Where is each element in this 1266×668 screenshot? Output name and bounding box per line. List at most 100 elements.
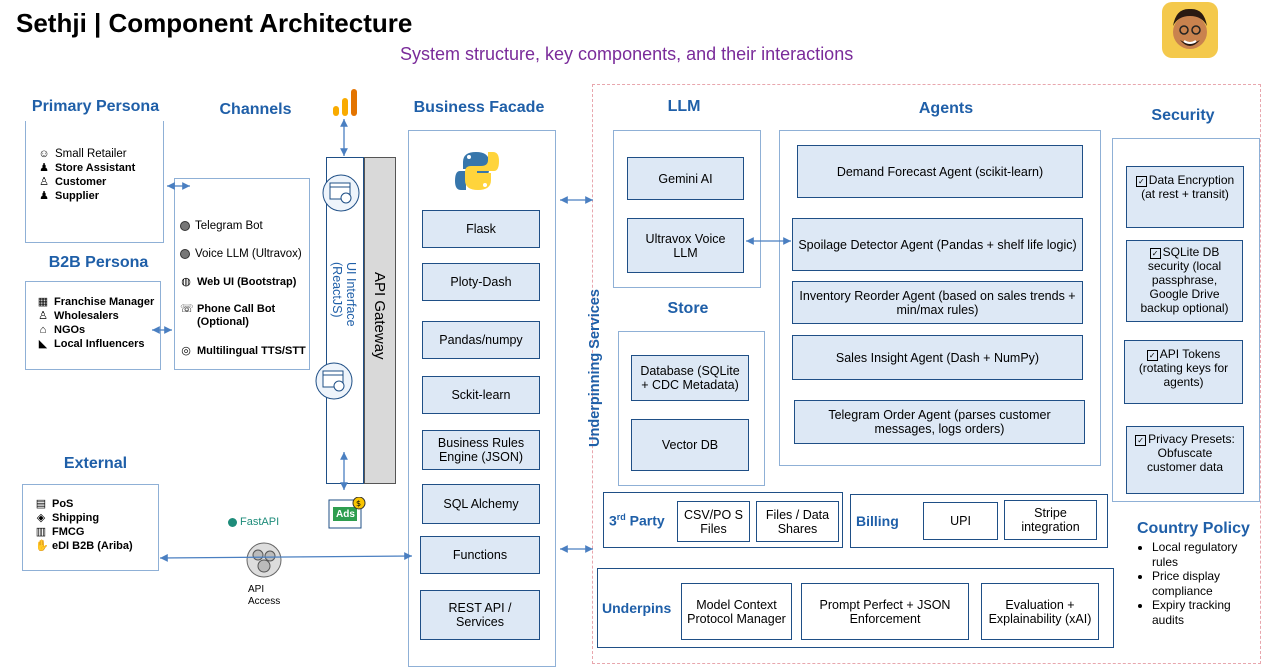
scikit-learn-box: Sckit-learn: [422, 376, 540, 414]
files-data-shares-box: Files / Data Shares: [756, 501, 839, 542]
store-header: Store: [613, 294, 763, 324]
list-item: ✋eDI B2B (Ariba): [35, 540, 133, 552]
list-item: ▥FMCG: [35, 526, 85, 538]
prompt-perfect-box: Prompt Perfect + JSON Enforcement: [801, 583, 969, 640]
underpinning-region: [592, 84, 1261, 664]
bank-icon: ⌂: [39, 324, 47, 336]
privacy-presets-box: ✓Privacy Presets: Obfuscate customer dat…: [1126, 426, 1244, 494]
api-access-label: API Access: [248, 584, 281, 607]
pandas-numpy-box: Pandas/numpy: [422, 321, 540, 359]
vector-db-box: Vector DB: [631, 419, 749, 471]
billing-header: Billing: [856, 513, 899, 529]
list-item: Local regulatory rules: [1152, 540, 1260, 569]
flask-box: Flask: [422, 210, 540, 248]
list-item: ▦Franchise Manager: [37, 296, 155, 308]
list-item: ☏Phone Call Bot (Optional): [180, 303, 276, 328]
telegram-icon: [180, 221, 190, 231]
external-header: External: [20, 449, 171, 479]
list-item: Price display compliance: [1152, 569, 1260, 598]
third-party-header: 3rd Party: [609, 512, 665, 529]
list-item: ♟Supplier: [39, 190, 100, 202]
business-rules-box: Business Rules Engine (JSON): [422, 430, 540, 470]
api-tokens-box: ✓API Tokens (rotating keys for agents): [1124, 340, 1243, 404]
page-subtitle: System structure, key components, and th…: [400, 44, 854, 64]
ui-interface-panel: [326, 157, 364, 484]
list-item: ♟Store Assistant: [39, 162, 136, 174]
primary-persona-panel: [25, 120, 164, 243]
box-icon: ◈: [36, 512, 46, 524]
page-title: Sethji | Component Architecture: [16, 8, 413, 38]
data-encryption-box: ✓Data Encryption (at rest + transit): [1126, 166, 1244, 228]
demand-forecast-agent-box: Demand Forecast Agent (scikit-learn): [797, 145, 1083, 198]
list-item: Voice LLM (Ultravox): [180, 248, 302, 261]
person-icon: ♟: [39, 162, 49, 174]
underpins-header: Underpins: [602, 600, 672, 616]
evaluation-box: Evaluation + Explainability (xAI): [981, 583, 1099, 640]
llm-header: LLM: [608, 92, 760, 122]
plotly-dash-box: Ploty-Dash: [422, 263, 540, 301]
fastapi-icon: [228, 517, 237, 527]
python-icon: [455, 150, 499, 197]
list-item: ▤PoS: [35, 498, 74, 510]
web-app-icon: [314, 362, 354, 405]
ultravox-llm-box: Ultravox Voice LLM: [627, 218, 744, 273]
checkbox-icon: ✓: [1135, 435, 1147, 446]
channels-header: Channels: [198, 96, 313, 124]
rest-api-box: REST API / Services: [420, 590, 540, 640]
business-facade-header: Business Facade: [404, 93, 554, 123]
list-item: ◣Local Influencers: [38, 338, 145, 350]
api-gateway-panel: [364, 157, 396, 484]
stripe-box: Stripe integration: [1004, 500, 1097, 540]
voice-icon: [180, 249, 190, 259]
ads-icon: $: [328, 496, 366, 531]
b2b-persona-header: B2B Persona: [23, 249, 174, 277]
web-app-icon: [321, 174, 361, 217]
ads-label: Ads: [336, 509, 355, 520]
spoilage-detector-agent-box: Spoilage Detector Agent (Pandas + shelf …: [792, 218, 1083, 271]
sql-alchemy-box: SQL Alchemy: [422, 484, 540, 524]
person-icon: ♟: [39, 190, 49, 202]
globe-icon: ◍: [181, 276, 191, 288]
avatar: [1162, 2, 1218, 58]
list-item: ◎Multilingual TTS/STT: [181, 345, 306, 357]
speech-icon: ◎: [181, 345, 191, 357]
database-box: Database (SQLite + CDC Metadata): [631, 355, 749, 401]
handshake-icon: ✋: [35, 540, 49, 552]
people-icon: ♙: [38, 310, 48, 322]
primary-persona-header: Primary Persona: [20, 93, 171, 121]
csv-pos-files-box: CSV/PO S Files: [677, 501, 750, 542]
inventory-reorder-agent-box: Inventory Reorder Agent (based on sales …: [792, 281, 1083, 324]
country-policy-header: Country Policy: [1137, 520, 1250, 537]
mcp-manager-box: Model Context Protocol Manager: [681, 583, 792, 640]
b2b-persona-list: ▦Franchise Manager ♙Wholesalers ⌂NGOs ◣L…: [37, 295, 154, 351]
phone-icon: ☏: [180, 303, 194, 315]
country-policy-list: Local regulatory rules Price display com…: [1134, 540, 1260, 627]
fastapi-logo: FastAPI: [228, 516, 279, 528]
telegram-order-agent-box: Telegram Order Agent (parses customer me…: [794, 400, 1085, 444]
b2b-persona-panel: [25, 281, 161, 370]
sales-insight-agent-box: Sales Insight Agent (Dash + NumPy): [792, 335, 1083, 380]
megaphone-icon: ◣: [38, 338, 48, 350]
building-icon: ▦: [37, 296, 49, 308]
sqlite-security-box: ✓SQLite DB security (local passphrase, G…: [1126, 240, 1243, 322]
external-panel: [22, 484, 159, 571]
security-header: Security: [1106, 101, 1260, 131]
list-item: ⌂NGOs: [37, 323, 154, 337]
functions-box: Functions: [420, 536, 540, 574]
list-item: ♙Wholesalers: [38, 310, 119, 322]
analytics-icon: [332, 88, 358, 123]
arrow-external-facade: [159, 552, 413, 562]
list-item: ◍Web UI (Bootstrap): [181, 276, 297, 288]
list-item: ☺Small Retailer: [38, 148, 127, 160]
people-icon: ♙: [39, 176, 49, 188]
list-item: Telegram Bot: [180, 220, 263, 233]
svg-text:$: $: [356, 499, 361, 508]
primary-persona-list: ☺Small Retailer ♟Store Assistant ♙Custom…: [38, 147, 135, 203]
external-list: ▤PoS ◈Shipping ▥FMCG ✋eDI B2B (Ariba): [35, 497, 133, 553]
agents-header: Agents: [869, 94, 1023, 124]
channels-panel: [174, 178, 310, 370]
list-item: ◈Shipping: [36, 512, 100, 524]
list-item: ♙Customer: [39, 176, 107, 188]
person-icon: ☺: [38, 148, 50, 160]
